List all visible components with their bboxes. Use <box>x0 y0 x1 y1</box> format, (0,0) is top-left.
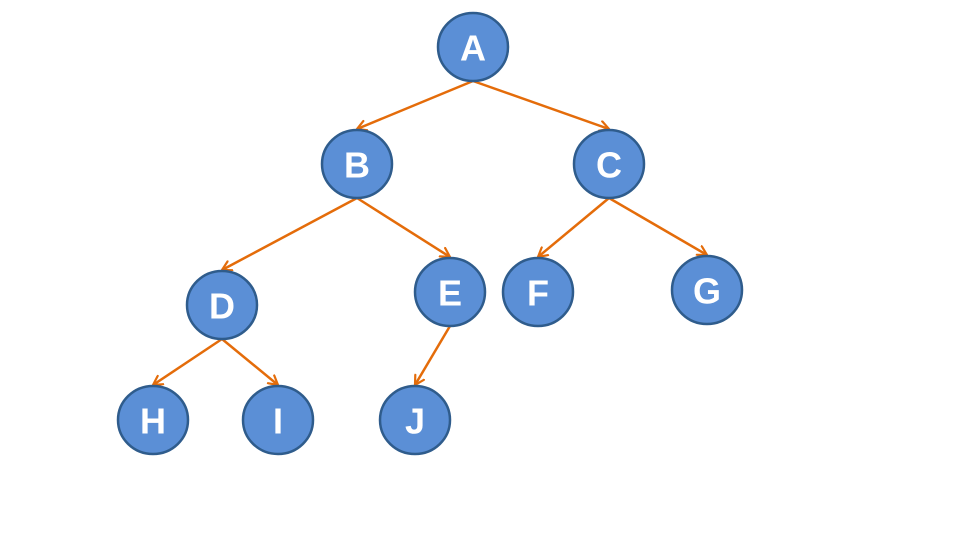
node-circle <box>670 254 744 326</box>
tree-node-d: D <box>185 269 259 341</box>
tree-node-f: F <box>501 256 575 328</box>
edge-e-j <box>415 325 452 385</box>
node-circle <box>241 384 315 456</box>
node-label: E <box>438 273 462 314</box>
edge-b-d <box>222 196 358 270</box>
edge-d-h <box>153 337 223 385</box>
node-label: B <box>344 145 370 186</box>
edge-c-g <box>608 196 707 255</box>
edge-b-e <box>356 196 450 257</box>
node-circle <box>378 384 452 456</box>
tree-node-e: E <box>413 256 487 328</box>
nodes-layer: A B C D E F G H I J <box>116 11 744 456</box>
node-circle <box>436 11 510 83</box>
node-circle <box>116 384 190 456</box>
tree-node-j: J <box>378 384 452 456</box>
node-label: H <box>140 401 166 442</box>
edge-a-c <box>472 79 609 129</box>
tree-node-c: C <box>572 128 646 200</box>
node-circle <box>320 128 394 200</box>
tree-node-a: A <box>436 11 510 83</box>
node-circle <box>501 256 575 328</box>
tree-node-g: G <box>670 254 744 326</box>
node-label: C <box>596 145 622 186</box>
node-circle <box>413 256 487 328</box>
node-label: D <box>209 286 235 327</box>
node-circle <box>572 128 646 200</box>
node-label: J <box>405 401 425 442</box>
node-label: A <box>460 28 486 69</box>
node-label: F <box>527 273 549 314</box>
edges-layer <box>153 79 707 385</box>
node-label: G <box>693 271 721 312</box>
tree-node-b: B <box>320 128 394 200</box>
tree-node-i: I <box>241 384 315 456</box>
tree-node-h: H <box>116 384 190 456</box>
edge-a-b <box>357 79 474 129</box>
edge-c-f <box>538 197 610 257</box>
node-circle <box>185 269 259 341</box>
edge-d-i <box>221 338 278 385</box>
node-label: I <box>273 401 283 442</box>
